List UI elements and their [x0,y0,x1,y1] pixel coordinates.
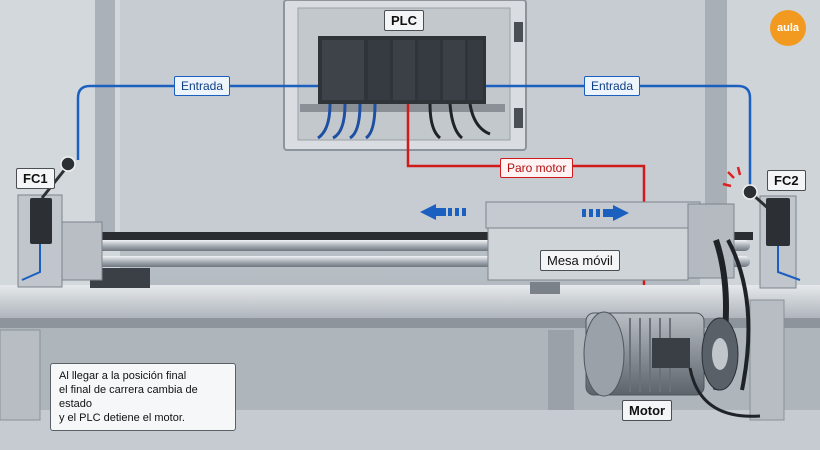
plc-label: PLC [384,10,424,31]
entrada-right-label: Entrada [584,76,641,96]
mesa-movil-label: Mesa móvil [540,250,620,271]
entrada-left-wire [76,84,318,160]
note-line-3: y el PLC detiene el motor. [59,412,185,424]
pulley-hub [712,338,728,370]
drive-belt-return [726,239,751,391]
motor-support [548,330,574,410]
fc2-roller [742,184,758,200]
arrow-left-icon [420,204,466,220]
motor-cable [688,367,761,418]
plc-module [418,40,440,100]
entrada-left-label: Entrada [174,76,231,96]
plc-module [393,40,415,100]
cabinet-cable [428,103,442,140]
cabinet-hinge-top [514,22,523,42]
note-line-1: Al llegar a la posición final [59,370,187,382]
plc-module [443,40,465,100]
fc2-cable [777,246,801,281]
belt [68,232,753,240]
cabinet-cable [317,103,332,140]
fc1-switch-body [30,198,52,244]
fc1-roller [60,156,76,172]
fc2-label: FC2 [767,170,806,191]
left-leg [0,329,41,421]
cabinet-cable [468,103,491,136]
cabinet-cable [365,103,377,140]
note-line-2: el final de carrera cambia de estado [59,384,198,410]
paro-motor-label: Paro motor [500,158,574,178]
rail-bracket [90,268,150,288]
entrada-right-wire [486,84,752,188]
cabinet-hinge-bottom [514,108,523,128]
fc2-activation-icon [722,166,742,188]
fc2-switch-body [766,198,790,246]
motor-terminal-box [652,338,690,368]
logo-text: aula [776,22,799,34]
table-edge [0,318,820,328]
cabinet-cable [332,103,347,140]
left-column [95,0,115,240]
explanation-note: Al llegar a la posición final el final d… [50,363,236,431]
plc-module [468,40,483,100]
right-leg [749,299,785,421]
plc-cpu [322,40,364,100]
plc-module [368,40,390,100]
aula-logo: aula [770,10,806,46]
fc1-label: FC1 [16,168,55,189]
cabinet-cable [349,103,362,140]
fc1-cable [21,244,41,281]
mesa-foot [530,282,560,294]
din-rail [300,104,505,112]
arrow-right-icon [582,205,629,221]
motor-end-cap [583,311,625,397]
right-column [705,0,727,240]
motor-label: Motor [622,400,673,421]
cabinet-cable [448,103,464,140]
